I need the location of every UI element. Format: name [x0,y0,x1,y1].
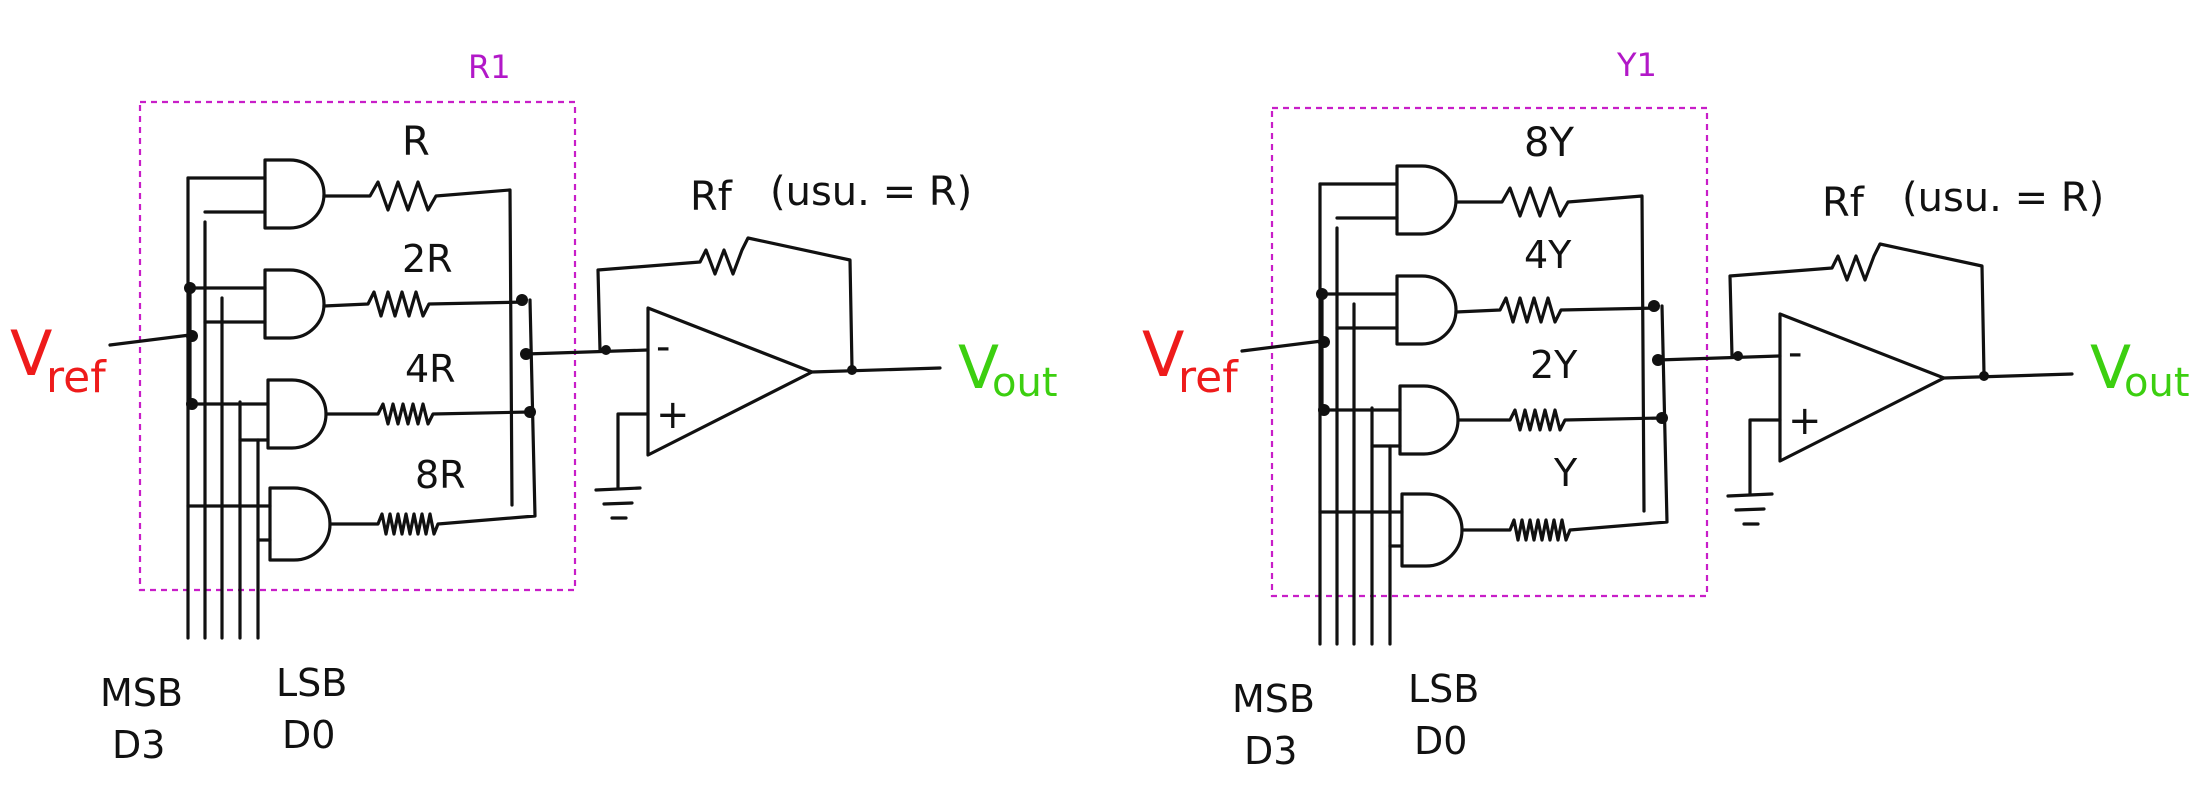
junction-dot [1648,300,1660,312]
opamp-plus-label: + [1788,398,1822,444]
vref-label: V [10,317,52,390]
and-gate-1 [1395,164,1458,236]
junction-dot [847,365,857,375]
feedback-wire [596,236,854,370]
resistor-label-3: 4R [405,347,456,391]
lsb-bit-label: D0 [282,713,335,757]
resistor-label-4: Y [1553,451,1578,495]
vref-subscript: ref [46,352,107,403]
junction-dot [186,330,198,342]
and-gate-4 [268,486,332,562]
opamp-minus-label: - [656,324,670,370]
msb-bit-label: D3 [1244,729,1297,773]
and-gate-1 [263,158,326,230]
ground-symbol [1726,492,1774,526]
resistor-3-lead [1456,408,1664,432]
vref-subscript: ref [1178,352,1239,403]
feedback-label: Rf [1822,180,1865,226]
junction-dot [1979,371,1989,381]
junction-dot [1733,351,1743,361]
feedback-wire [1728,242,1986,376]
vref-wire [1240,339,1324,353]
feedback-note: (usu. = R) [770,169,972,215]
and-gate-2 [1395,274,1458,346]
and-gate-4 [1400,492,1464,568]
output-wire [1942,372,2074,380]
box-label: Y1 [1616,46,1657,84]
junction-dot [524,406,536,418]
resistor-2-lead [1454,296,1660,324]
vout-subscript: out [2124,360,2190,406]
resistor-label-3: 2Y [1530,343,1578,387]
ground-wire [616,412,650,490]
junction-dot [516,294,528,306]
ground-symbol [594,486,642,520]
opamp-plus-label: + [656,392,690,438]
vout-label: V [2090,333,2131,403]
opamp-triangle [646,306,814,457]
resistor-1-lead [322,180,514,507]
dac-circuit-left: R1 [10,48,1058,767]
ground-wire [1748,418,1782,496]
feedback-note: (usu. = R) [1902,175,2104,221]
resistor-4-lead [1460,304,1669,542]
msb-bit-label: D3 [112,723,165,767]
opamp-minus-label: - [1788,330,1802,376]
junction-dot [601,345,611,355]
resistor-4-lead [328,298,537,536]
resistor-label-2: 4Y [1524,233,1572,277]
junction-dot [1318,336,1330,348]
and-gate-3 [1398,384,1460,456]
summing-wire [1656,354,1782,362]
vout-label: V [958,333,999,403]
lsb-label: LSB [276,661,347,705]
msb-label: MSB [100,671,183,715]
resistor-label-2: 2R [402,237,453,281]
feedback-label: Rf [690,174,733,220]
resistor-1-lead [1454,186,1646,513]
vref-wire [108,333,192,347]
vout-subscript: out [992,360,1058,406]
and-gate-3 [266,378,328,450]
junction-dot [1656,412,1668,424]
resistor-2-lead [322,290,528,318]
box-label: R1 [468,48,511,86]
vref-label: V [1142,318,1184,391]
output-wire [810,366,942,374]
dac-circuit-right: Y1 - + [1142,46,2190,773]
summing-wire [524,348,650,356]
and-gate-2 [263,268,326,340]
lsb-label: LSB [1408,667,1479,711]
resistor-label-1: R [402,119,430,165]
resistor-label-1: 8Y [1524,120,1574,166]
msb-label: MSB [1232,677,1315,721]
opamp-triangle [1778,312,1946,463]
resistor-label-4: 8R [415,453,466,497]
resistor-3-lead [324,402,532,426]
lsb-bit-label: D0 [1414,719,1467,763]
